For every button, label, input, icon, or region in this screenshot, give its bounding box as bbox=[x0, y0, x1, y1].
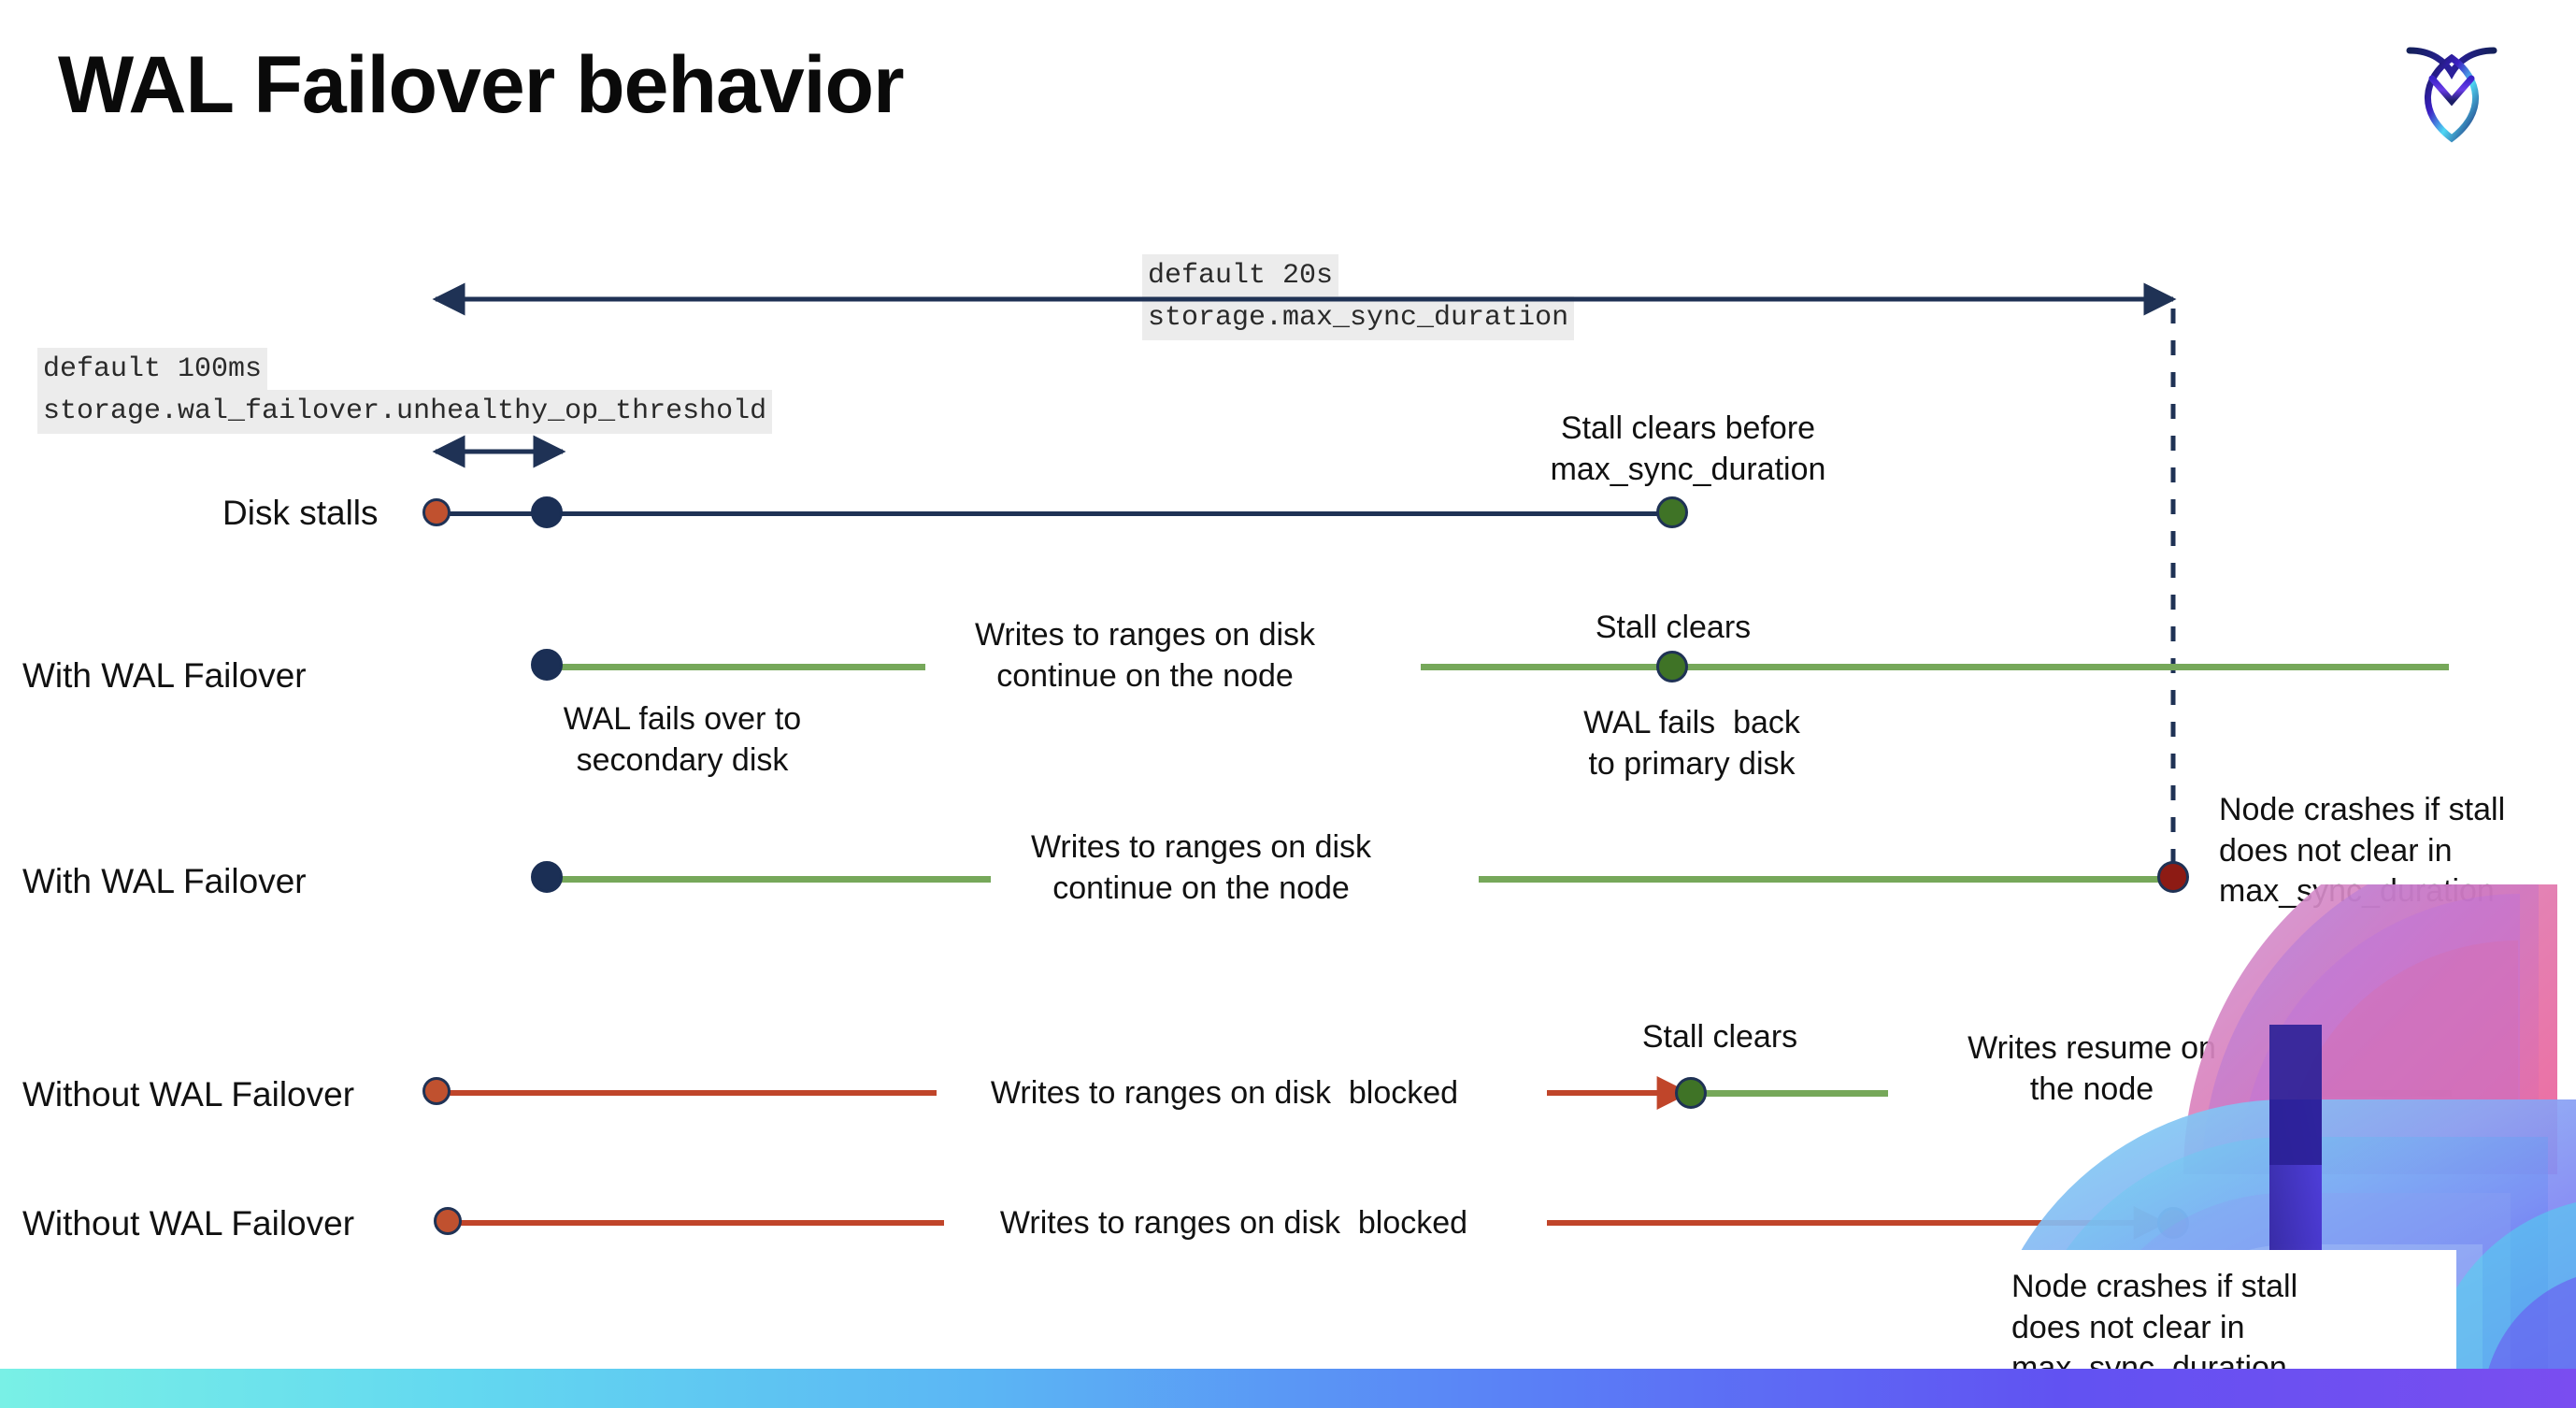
disk-stalls-start-marker bbox=[422, 498, 451, 526]
setting-max-sync-duration-name: storage.max_sync_duration bbox=[1142, 296, 1575, 340]
page-title: WAL Failover behavior bbox=[58, 40, 905, 130]
without-failover-crashes-segment-blocked-1 bbox=[460, 1220, 944, 1226]
disk-stalls-timeline bbox=[436, 511, 1679, 516]
cockroach-labs-logo-icon bbox=[2400, 30, 2503, 150]
annotation-wal-fails-over: WAL fails over to secondary disk bbox=[563, 701, 802, 778]
with-failover-recovers-failover-marker bbox=[531, 649, 563, 681]
annotation-stall-clears-1: Stall clears bbox=[1595, 610, 1752, 645]
row-label-with-wal-failover-crashes: With WAL Failover bbox=[22, 862, 307, 900]
row-label-with-wal-failover-recovers: With WAL Failover bbox=[22, 656, 307, 695]
disk-stalls-clear-marker bbox=[1656, 496, 1688, 528]
annotation-writes-resume: Writes resume on the node bbox=[1968, 1030, 2216, 1107]
without-failover-recovers-segment-blocked bbox=[449, 1090, 937, 1096]
with-failover-crashes-segment-1 bbox=[542, 876, 991, 883]
with-failover-recovers-clear-marker bbox=[1656, 651, 1688, 682]
without-failover-recovers-clear-marker bbox=[1675, 1077, 1707, 1109]
annotation-stall-clears-2: Stall clears bbox=[1641, 1019, 1798, 1055]
annotation-node-crashes-1: Node crashes if stall does not clear in … bbox=[2219, 792, 2506, 910]
bottom-gradient-bar bbox=[0, 1369, 2576, 1408]
setting-unhealthy-op-threshold-name: storage.wal_failover.unhealthy_op_thresh… bbox=[37, 390, 773, 434]
row-label-disk-stalls: Disk stalls bbox=[222, 494, 379, 532]
without-failover-recovers-segment-resume-1 bbox=[1701, 1090, 1888, 1097]
annotation-stall-clears-before-max: Stall clears before max_sync_duration bbox=[1550, 410, 1826, 487]
row-label-without-wal-failover-recovers: Without WAL Failover bbox=[22, 1075, 355, 1113]
annotation-wal-fails-back: WAL fails back to primary disk bbox=[1583, 705, 1800, 782]
annotation-writes-continue-2: Writes to ranges on disk continue on the… bbox=[1030, 829, 1372, 906]
setting-unhealthy-op-threshold-default: default 100ms bbox=[37, 348, 268, 392]
setting-max-sync-duration-default: default 20s bbox=[1142, 254, 1339, 298]
with-failover-crashes-segment-2 bbox=[1479, 876, 2170, 883]
with-failover-recovers-segment-1 bbox=[542, 664, 925, 670]
without-failover-recovers-segment-resume-2 bbox=[2288, 1090, 2452, 1097]
annotation-writes-blocked-2: Writes to ranges on disk blocked bbox=[999, 1205, 1468, 1241]
annotation-writes-blocked-1: Writes to ranges on disk blocked bbox=[990, 1075, 1459, 1111]
with-failover-recovers-segment-2 bbox=[1421, 664, 2449, 670]
annotation-writes-continue-1: Writes to ranges on disk continue on the… bbox=[974, 617, 1316, 694]
row-label-without-wal-failover-crashes: Without WAL Failover bbox=[22, 1204, 355, 1243]
without-failover-crashes-start-marker bbox=[434, 1207, 462, 1235]
without-failover-recovers-start-marker bbox=[422, 1077, 451, 1105]
with-failover-crashes-failover-marker bbox=[531, 861, 563, 893]
disk-stalls-failover-marker bbox=[531, 496, 563, 528]
without-failover-crashes-crash-marker bbox=[2157, 1207, 2189, 1239]
without-failover-crashes-segment-blocked-2 bbox=[1547, 1220, 1556, 1226]
with-failover-crashes-crash-marker bbox=[2157, 861, 2189, 893]
